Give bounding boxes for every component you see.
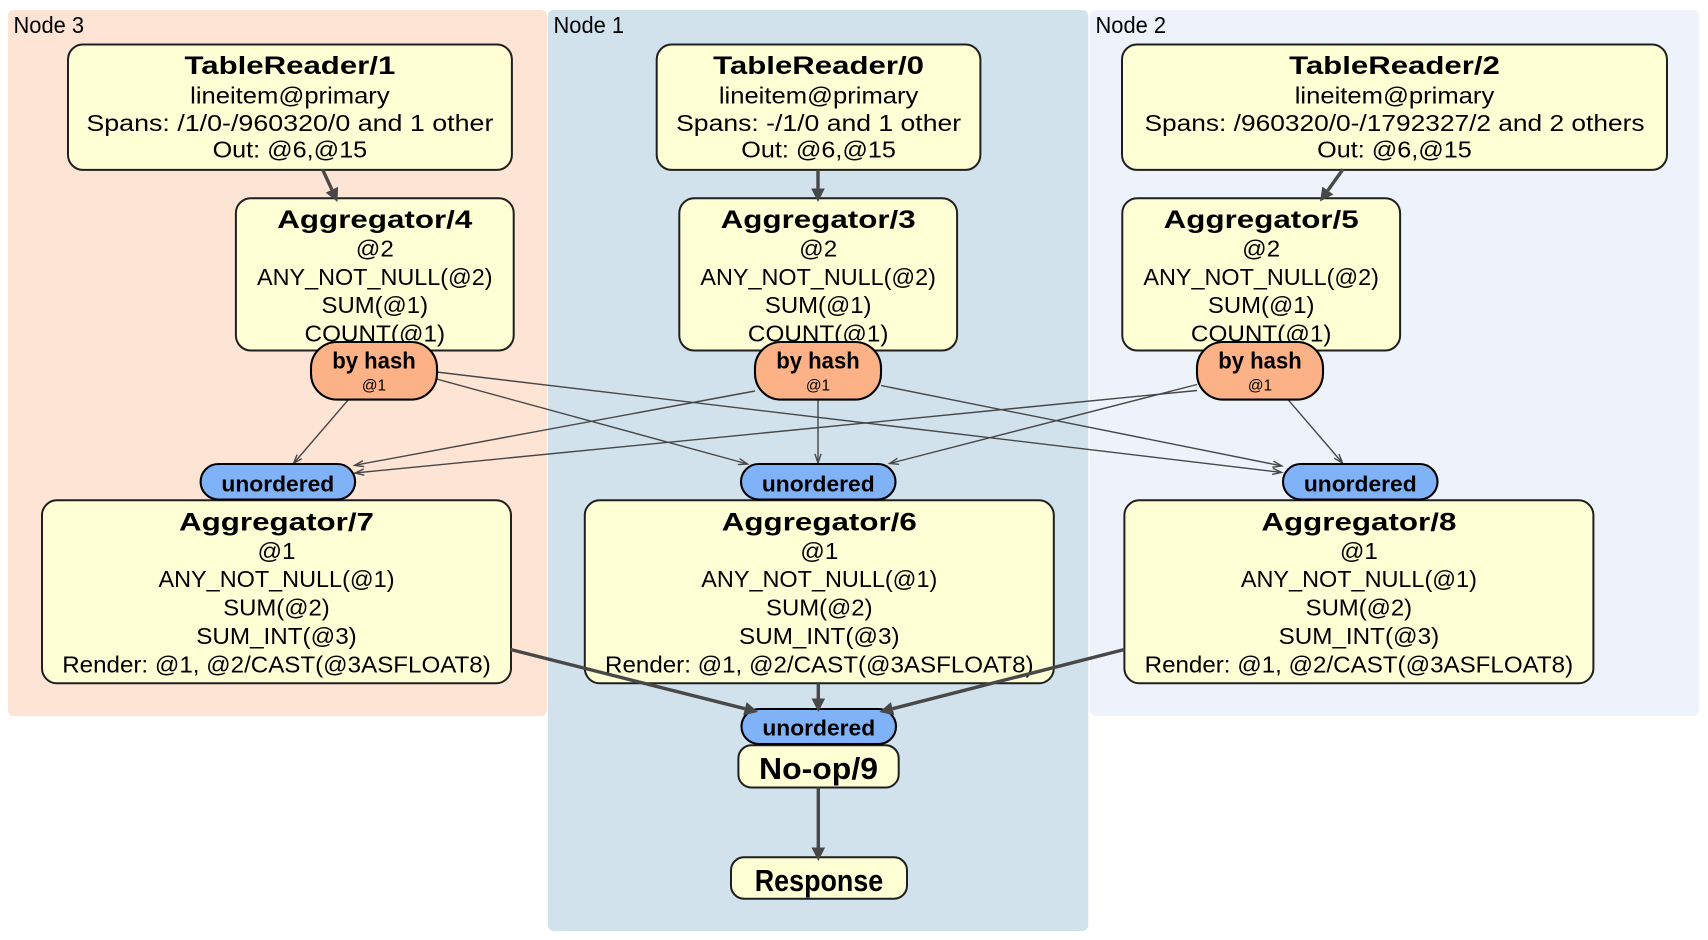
svg-text:unordered: unordered	[221, 471, 334, 496]
svg-text:Spans: -/1/0 and 1 other: Spans: -/1/0 and 1 other	[676, 110, 962, 136]
svg-text:No-op/9: No-op/9	[759, 752, 878, 786]
svg-text:Aggregator/3: Aggregator/3	[721, 207, 916, 234]
svg-text:unordered: unordered	[1304, 471, 1417, 496]
svg-text:unordered: unordered	[762, 471, 875, 496]
svg-text:SUM(@2): SUM(@2)	[1306, 595, 1413, 621]
svg-text:TableReader/0: TableReader/0	[713, 53, 924, 80]
svg-text:ANY_NOT_NULL(@2): ANY_NOT_NULL(@2)	[700, 264, 936, 290]
svg-text:Response: Response	[755, 864, 884, 898]
svg-text:Aggregator/5: Aggregator/5	[1164, 207, 1359, 234]
svg-text:@2: @2	[1242, 235, 1280, 261]
svg-text:unordered: unordered	[762, 716, 875, 741]
svg-text:@2: @2	[356, 235, 394, 261]
svg-text:SUM(@2): SUM(@2)	[223, 595, 330, 621]
svg-text:ANY_NOT_NULL(@2): ANY_NOT_NULL(@2)	[257, 264, 493, 290]
svg-text:ANY_NOT_NULL(@1): ANY_NOT_NULL(@1)	[1241, 566, 1477, 592]
svg-text:@1: @1	[1248, 377, 1272, 394]
svg-text:SUM_INT(@3): SUM_INT(@3)	[196, 623, 357, 649]
svg-text:Out: @6,@15: Out: @6,@15	[741, 137, 896, 163]
svg-text:ANY_NOT_NULL(@1): ANY_NOT_NULL(@1)	[701, 566, 937, 592]
svg-text:@1: @1	[800, 538, 838, 564]
svg-text:Aggregator/4: Aggregator/4	[277, 207, 472, 234]
svg-text:SUM(@1): SUM(@1)	[1208, 292, 1315, 318]
svg-text:Spans: /960320/0-/1792327/2 an: Spans: /960320/0-/1792327/2 and 2 others	[1145, 110, 1645, 136]
svg-text:Render: @1, @2/CAST(@3ASFLOAT8: Render: @1, @2/CAST(@3ASFLOAT8)	[1145, 651, 1574, 677]
svg-text:lineitem@primary: lineitem@primary	[1295, 83, 1495, 109]
svg-text:@1: @1	[806, 377, 830, 394]
svg-text:TableReader/1: TableReader/1	[185, 53, 396, 80]
svg-text:TableReader/2: TableReader/2	[1289, 53, 1500, 80]
svg-text:Aggregator/8: Aggregator/8	[1261, 509, 1456, 536]
svg-text:Out: @6,@15: Out: @6,@15	[213, 137, 368, 163]
svg-text:lineitem@primary: lineitem@primary	[190, 83, 390, 109]
svg-text:lineitem@primary: lineitem@primary	[719, 83, 919, 109]
svg-text:ANY_NOT_NULL(@1): ANY_NOT_NULL(@1)	[159, 566, 395, 592]
svg-text:@1: @1	[1340, 538, 1378, 564]
svg-text:SUM(@1): SUM(@1)	[322, 292, 429, 318]
svg-text:SUM_INT(@3): SUM_INT(@3)	[1279, 623, 1440, 649]
svg-text:@1: @1	[258, 538, 296, 564]
svg-text:SUM_INT(@3): SUM_INT(@3)	[739, 623, 900, 649]
svg-text:Render: @1, @2/CAST(@3ASFLOAT8: Render: @1, @2/CAST(@3ASFLOAT8)	[605, 651, 1034, 677]
svg-text:Node 1: Node 1	[554, 12, 625, 38]
svg-text:SUM(@1): SUM(@1)	[765, 292, 872, 318]
svg-text:Aggregator/7: Aggregator/7	[179, 509, 374, 536]
svg-text:Out: @6,@15: Out: @6,@15	[1317, 137, 1472, 163]
svg-text:Node 3: Node 3	[14, 12, 85, 38]
svg-text:@1: @1	[362, 377, 386, 394]
svg-text:@2: @2	[799, 235, 837, 261]
svg-text:by hash: by hash	[776, 348, 860, 374]
svg-text:Aggregator/6: Aggregator/6	[722, 509, 917, 536]
svg-text:by hash: by hash	[1218, 348, 1302, 374]
svg-text:ANY_NOT_NULL(@2): ANY_NOT_NULL(@2)	[1143, 264, 1379, 290]
svg-text:SUM(@2): SUM(@2)	[766, 595, 873, 621]
svg-text:Spans: /1/0-/960320/0 and 1 ot: Spans: /1/0-/960320/0 and 1 other	[86, 110, 494, 136]
svg-text:by hash: by hash	[332, 348, 416, 374]
svg-text:Render: @1, @2/CAST(@3ASFLOAT8: Render: @1, @2/CAST(@3ASFLOAT8)	[62, 651, 491, 677]
svg-text:Node 2: Node 2	[1096, 12, 1167, 38]
